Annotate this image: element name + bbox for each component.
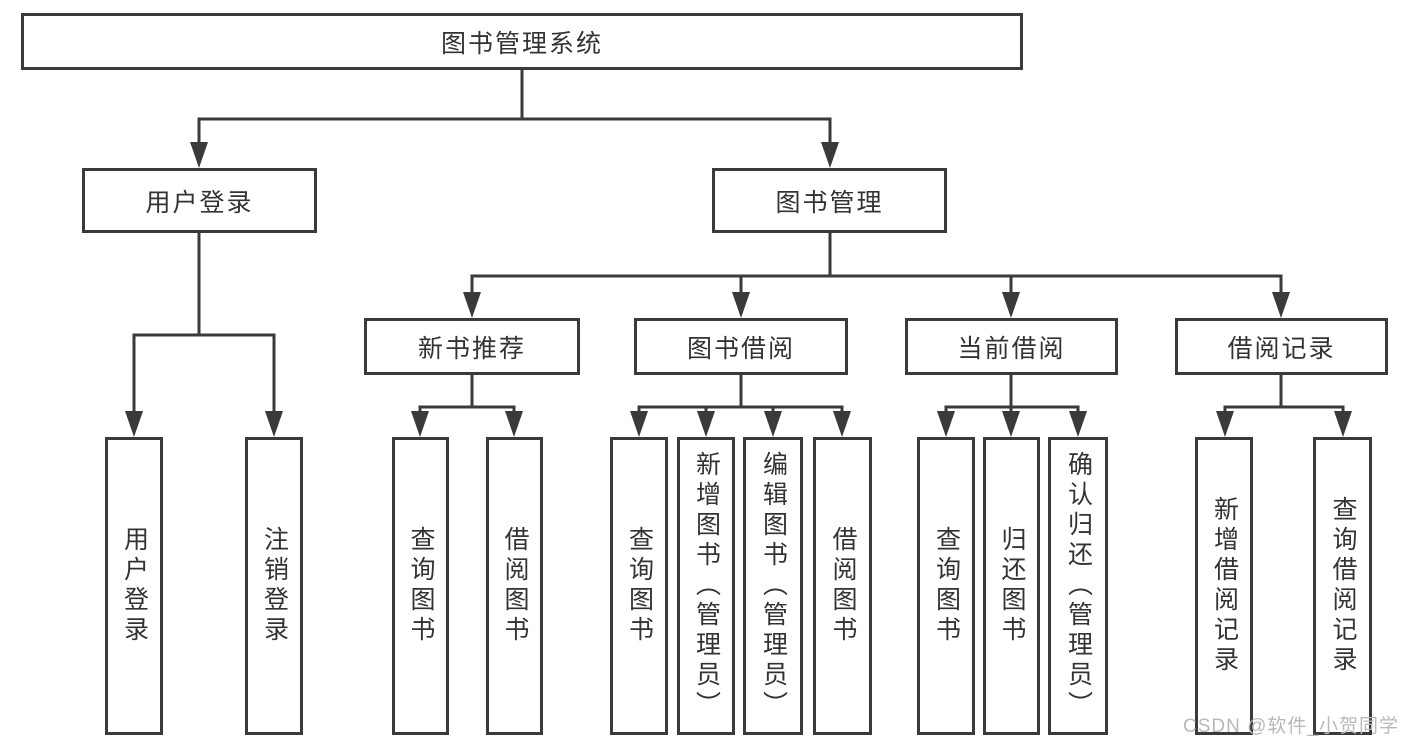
node-label: 当前借阅	[957, 334, 1066, 363]
leaf-add-borrow-record: 新增借阅记录	[1195, 437, 1253, 735]
leaf-borrow-books-1: 借阅图书	[486, 437, 543, 735]
node-user-login: 用户登录	[82, 168, 317, 233]
node-label: 查询借阅记录	[1329, 496, 1357, 676]
node-label: 编辑图书（管理员）	[759, 451, 788, 721]
connector-current-borrowing-children	[937, 373, 1087, 437]
connector-book-borrowing-children	[630, 373, 851, 437]
csdn-watermark: CSDN @软件_小贺同学	[1183, 716, 1399, 737]
node-label: 用户登录	[145, 188, 254, 217]
node-label: 用户登录	[120, 526, 149, 646]
leaf-query-books-2: 查询图书	[610, 437, 668, 735]
leaf-user-login: 用户登录	[105, 437, 163, 735]
node-current-borrowing: 当前借阅	[905, 318, 1118, 375]
node-label: 图书借阅	[686, 334, 795, 363]
node-label: 归还图书	[998, 526, 1026, 646]
leaf-query-books-1: 查询图书	[392, 437, 449, 735]
connector-user-login-children	[125, 231, 283, 437]
connector-borrowing-records-children	[1216, 373, 1352, 437]
leaf-borrow-books-2: 借阅图书	[813, 437, 872, 735]
leaf-add-books-admin: 新增图书（管理员）	[677, 437, 735, 735]
connector-root-to-level2	[190, 68, 839, 168]
node-label: 注销登录	[260, 526, 289, 646]
connector-book-management-children	[463, 231, 1290, 318]
leaf-return-books: 归还图书	[983, 437, 1040, 735]
node-new-book-recommend: 新书推荐	[364, 318, 580, 375]
node-label: 新书推荐	[417, 334, 526, 363]
leaf-confirm-return-admin: 确认归还（管理员）	[1048, 437, 1108, 735]
node-label: 借阅图书	[829, 526, 857, 646]
leaf-query-books-3: 查询图书	[917, 437, 975, 735]
node-label: 图书管理	[775, 188, 884, 217]
node-label: 新增图书（管理员）	[692, 451, 721, 721]
node-label: 借阅图书	[501, 526, 529, 646]
node-label: 查询图书	[625, 526, 654, 646]
node-label: 借阅记录	[1227, 334, 1336, 363]
node-library-management-system: 图书管理系统	[21, 13, 1023, 70]
node-label: 新增借阅记录	[1210, 496, 1239, 676]
leaf-edit-books-admin: 编辑图书（管理员）	[743, 437, 803, 735]
node-book-borrowing: 图书借阅	[634, 318, 848, 375]
node-book-management: 图书管理	[712, 168, 947, 233]
node-label: 查询图书	[932, 526, 961, 646]
node-label: 查询图书	[407, 526, 435, 646]
connector-new-book-recommend-children	[411, 373, 523, 437]
node-label: 图书管理系统	[440, 29, 603, 58]
leaf-query-borrow-record: 查询借阅记录	[1313, 437, 1372, 735]
node-borrowing-records: 借阅记录	[1175, 318, 1388, 375]
leaf-logout-login: 注销登录	[245, 437, 303, 735]
node-label: 确认归还（管理员）	[1064, 451, 1093, 721]
